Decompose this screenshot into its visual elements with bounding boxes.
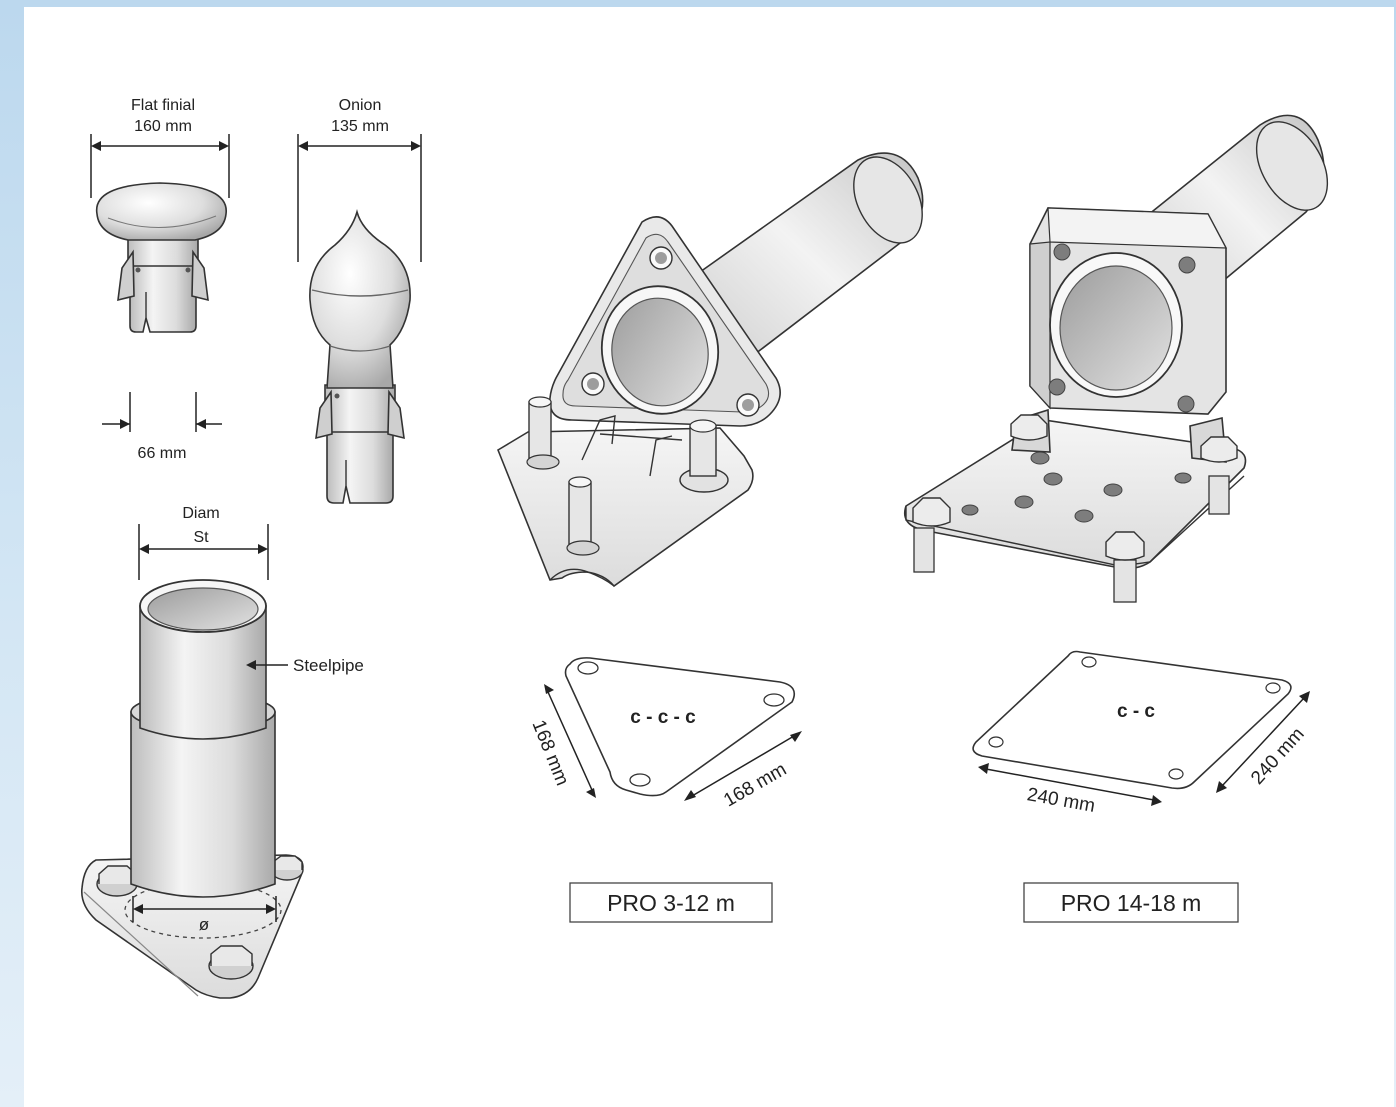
onion-width-dimension	[297, 134, 422, 262]
pro-small-stud	[526, 396, 560, 470]
flat-finial-shaft-label: 66 mm	[138, 445, 187, 462]
pro-large-bolt	[912, 497, 951, 573]
square-footprint: c - c 240 mm 240 mm	[972, 650, 1310, 817]
square-bottom-label: 240 mm	[1025, 784, 1096, 817]
square-plate-outline	[972, 650, 1292, 790]
onion-bulb	[309, 209, 411, 389]
pro-large-bolt	[1200, 436, 1238, 515]
square-pattern-label: c - c	[1117, 701, 1155, 722]
pro-small-base-plate	[497, 427, 754, 588]
flat-finial-shaft-dimension	[102, 392, 222, 432]
onion-name: Onion	[339, 97, 382, 114]
triangle-bottom-label: 168 mm	[720, 759, 790, 812]
triangle-plate-outline	[564, 657, 796, 797]
phi-label: ø	[199, 915, 209, 934]
triangle-left-label: 168 mm	[528, 717, 573, 789]
pro-large-bracket	[903, 114, 1329, 603]
flat-finial-name: Flat finial	[131, 97, 195, 114]
triangle-pattern-label: c - c - c	[630, 707, 696, 728]
caption-pro-small: PRO 3-12 m	[569, 882, 773, 923]
onion-shaft	[326, 427, 394, 504]
pro-large-bolt	[1105, 531, 1145, 603]
square-right-dimension	[1216, 691, 1310, 793]
triangle-footprint: c - c - c 168 mm 168 mm	[528, 657, 802, 812]
flat-finial-shaft	[129, 261, 197, 333]
caption-pro-large: PRO 14-18 m	[1023, 882, 1239, 923]
diam-dimension	[138, 524, 269, 580]
steelpipe-label: Steelpipe	[293, 656, 364, 675]
pro-small-stud	[566, 476, 600, 556]
phi-dimension	[132, 896, 277, 922]
diam-label-line2: St	[193, 529, 209, 546]
pipe-sleeve	[130, 711, 276, 898]
flat-finial-head	[95, 182, 227, 241]
flat-finial-collar	[127, 237, 199, 267]
diam-label-line1: Diam	[182, 505, 219, 522]
pro-large-bolt	[1010, 414, 1048, 441]
flat-finial: Flat finial 160 mm 66 mm	[90, 97, 230, 462]
caption-pro-small-text: PRO 3-12 m	[607, 890, 735, 916]
square-bottom-dimension	[978, 763, 1162, 806]
pro-small-stud	[679, 419, 729, 493]
caption-pro-large-text: PRO 14-18 m	[1061, 890, 1202, 916]
onion-finial: Onion 135 mm	[297, 97, 422, 504]
square-right-label: 240 mm	[1247, 724, 1309, 789]
flat-finial-width-label: 160 mm	[134, 118, 192, 135]
steel-pipe-assembly: Diam St	[80, 505, 364, 999]
triangle-bottom-dimension	[684, 731, 802, 801]
flat-finial-width-dimension	[90, 134, 230, 198]
steel-pipe	[139, 605, 267, 740]
pro-small-bracket	[497, 152, 924, 588]
pro-large-base-plate	[903, 419, 1247, 570]
base-bolt	[208, 945, 254, 980]
triangle-left-dimension	[544, 684, 596, 798]
onion-width-label: 135 mm	[331, 118, 389, 135]
